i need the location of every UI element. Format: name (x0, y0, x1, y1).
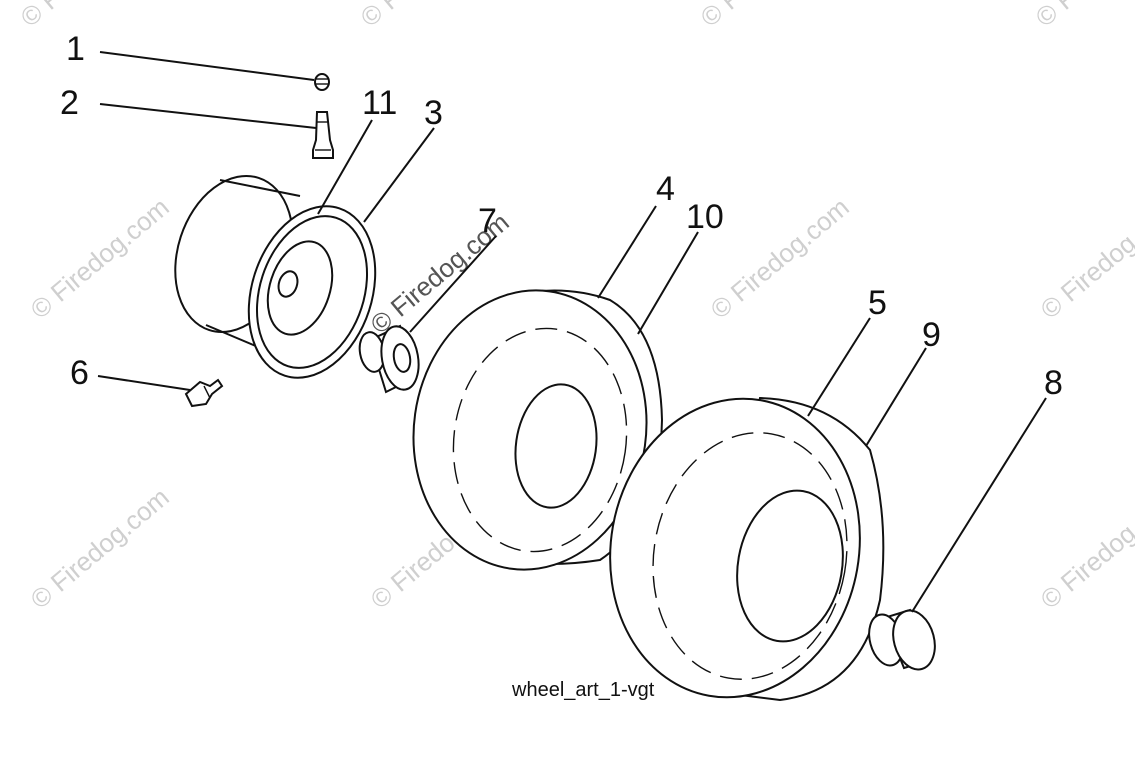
callout-6: 6 (70, 354, 89, 392)
callout-5: 5 (868, 284, 887, 322)
part-rear-tire (609, 396, 885, 702)
watermark: © Firedog.com (25, 482, 175, 615)
watermark: © Firedog.com (695, 0, 845, 33)
callout-8: 8 (1044, 364, 1063, 402)
part-bushing (358, 324, 420, 394)
callout-2: 2 (60, 84, 79, 122)
callout-3: 3 (424, 94, 443, 132)
part-rim (174, 174, 377, 379)
watermark: © Firedog.com (355, 0, 505, 33)
callout-11: 11 (362, 84, 397, 122)
callout-9: 9 (922, 316, 941, 354)
callout-7: 7 (478, 202, 497, 240)
watermark: © Firedog.com (1030, 0, 1135, 33)
watermark: © Firedog.com (25, 192, 175, 325)
part-valve-stem (312, 111, 334, 159)
callout-1: 1 (66, 30, 85, 68)
part-valve-cap (314, 73, 330, 91)
leader-lines (97, 51, 1047, 613)
part-grease-fitting (184, 378, 224, 408)
diagram-caption: wheel_art_1-vgt (511, 679, 655, 701)
callout-10: 10 (686, 198, 724, 236)
part-hub-cap (868, 608, 936, 671)
watermark: © Firedog.com (705, 192, 855, 325)
callout-4: 4 (656, 170, 675, 208)
watermark: © Firedog.com (1035, 482, 1135, 615)
watermark: © Firedog.com (15, 0, 165, 33)
callout-numbers: 1 2 11 3 7 4 10 5 9 6 8 (60, 30, 1063, 402)
watermark: © Firedog.com (1035, 192, 1135, 325)
